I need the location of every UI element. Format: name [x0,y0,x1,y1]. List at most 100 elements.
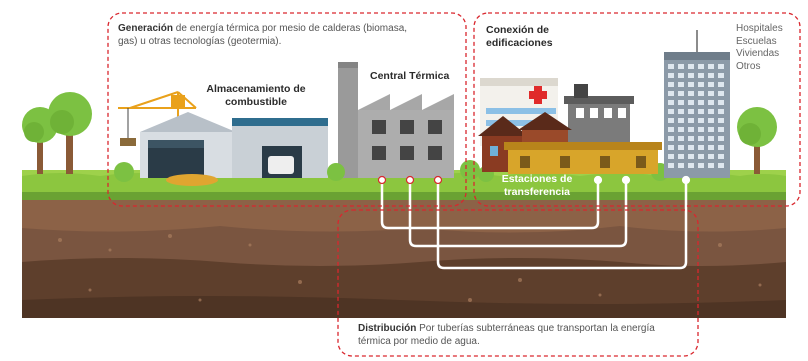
tower-window [668,118,674,123]
tower-window [678,73,684,78]
use-item: Hospitales [736,23,783,34]
tower-window [708,136,714,141]
generation-callout [107,12,467,207]
underground-pipes [380,178,688,270]
tower-window [698,136,704,141]
tower-window [708,118,714,123]
pipe-connection-nodes [377,175,691,185]
tower-window [718,100,724,105]
tower-window [718,73,724,78]
tower-window [678,163,684,168]
tower-window [698,82,704,87]
tower-window [718,82,724,87]
tower-window [688,91,694,96]
transfer-stations [504,142,662,174]
distribution-text: Por tuberías subterráneas que transporta… [358,323,655,347]
tower-window [718,127,724,132]
tower-window [718,109,724,114]
tower-window [718,154,724,159]
tower-window [688,109,694,114]
tower-window [718,118,724,123]
transfer-stations-title: Estaciones de transferencia [501,173,573,198]
tower-window [688,163,694,168]
tower-window [708,64,714,69]
tower-window [678,145,684,150]
tower-window [678,109,684,114]
underground-soil [22,196,786,318]
tower-window [668,91,674,96]
tower-window [668,109,674,114]
tower-window [668,82,674,87]
tower-window [678,64,684,69]
distribution-description: Distribución Por tuberías subterráneas q… [358,322,678,348]
thermal-plant [338,62,454,178]
tower-window [698,145,704,150]
tower-window [668,73,674,78]
tower-window [688,73,694,78]
tower-window [678,118,684,123]
tower-window [708,154,714,159]
tower-window [688,127,694,132]
tower-window [668,127,674,132]
tower-window [678,127,684,132]
tower-window [718,163,724,168]
tree-left-2 [48,92,92,174]
tower-window [668,100,674,105]
office-tower [664,30,730,178]
tower-window [688,118,694,123]
tower-window [718,91,724,96]
generation-description: Generación de energía térmica por mesio … [118,22,418,48]
tower-window [698,91,704,96]
use-item: Viviendas [736,48,780,59]
distribution-title: Distribución [358,323,417,334]
tower-window [698,127,704,132]
tower-window [678,82,684,87]
tower-window [698,154,704,159]
distribution-callout [337,209,699,357]
tower-window [688,136,694,141]
tower-window [698,109,704,114]
generation-title: Generación [118,23,174,34]
tower-window [688,64,694,69]
use-item: Otros [736,60,761,72]
tower-window [708,73,714,78]
tower-window [678,136,684,141]
tower-window [708,109,714,114]
tower-window [698,163,704,168]
fuel-storage-warehouse [140,112,328,186]
tower-window [678,91,684,96]
tower-window [688,100,694,105]
tower-window [668,64,674,69]
tower-window [698,118,704,123]
tower-window [688,82,694,87]
tower-window [708,82,714,87]
tower-window [678,100,684,105]
building-uses-list: Hospitales Escuelas Viviendas Otros [736,23,783,73]
tower-window [708,100,714,105]
tower-window [688,145,694,150]
tower-window [708,145,714,150]
tower-window [698,100,704,105]
tower-window [718,136,724,141]
tower-window [708,163,714,168]
tower-window [718,64,724,69]
generation-text: de energía térmica por mesio de calderas… [118,23,408,47]
tower-window [668,163,674,168]
tower-window [698,64,704,69]
tree-right [737,107,777,174]
tower-window [668,145,674,150]
tower-window [678,154,684,159]
tower-window [698,73,704,78]
connection-callout [473,12,801,207]
connection-title: Conexión de edificaciones [486,24,553,49]
tower-window [668,154,674,159]
tower-window [708,91,714,96]
storage-title: Almacenamiento de combustible [206,83,306,108]
tower-window [688,154,694,159]
use-item: Escuelas [736,35,777,47]
thermal-plant-title: Central Térmica [370,70,450,82]
tower-window [708,127,714,132]
tower-window [668,136,674,141]
tower-window [718,145,724,150]
